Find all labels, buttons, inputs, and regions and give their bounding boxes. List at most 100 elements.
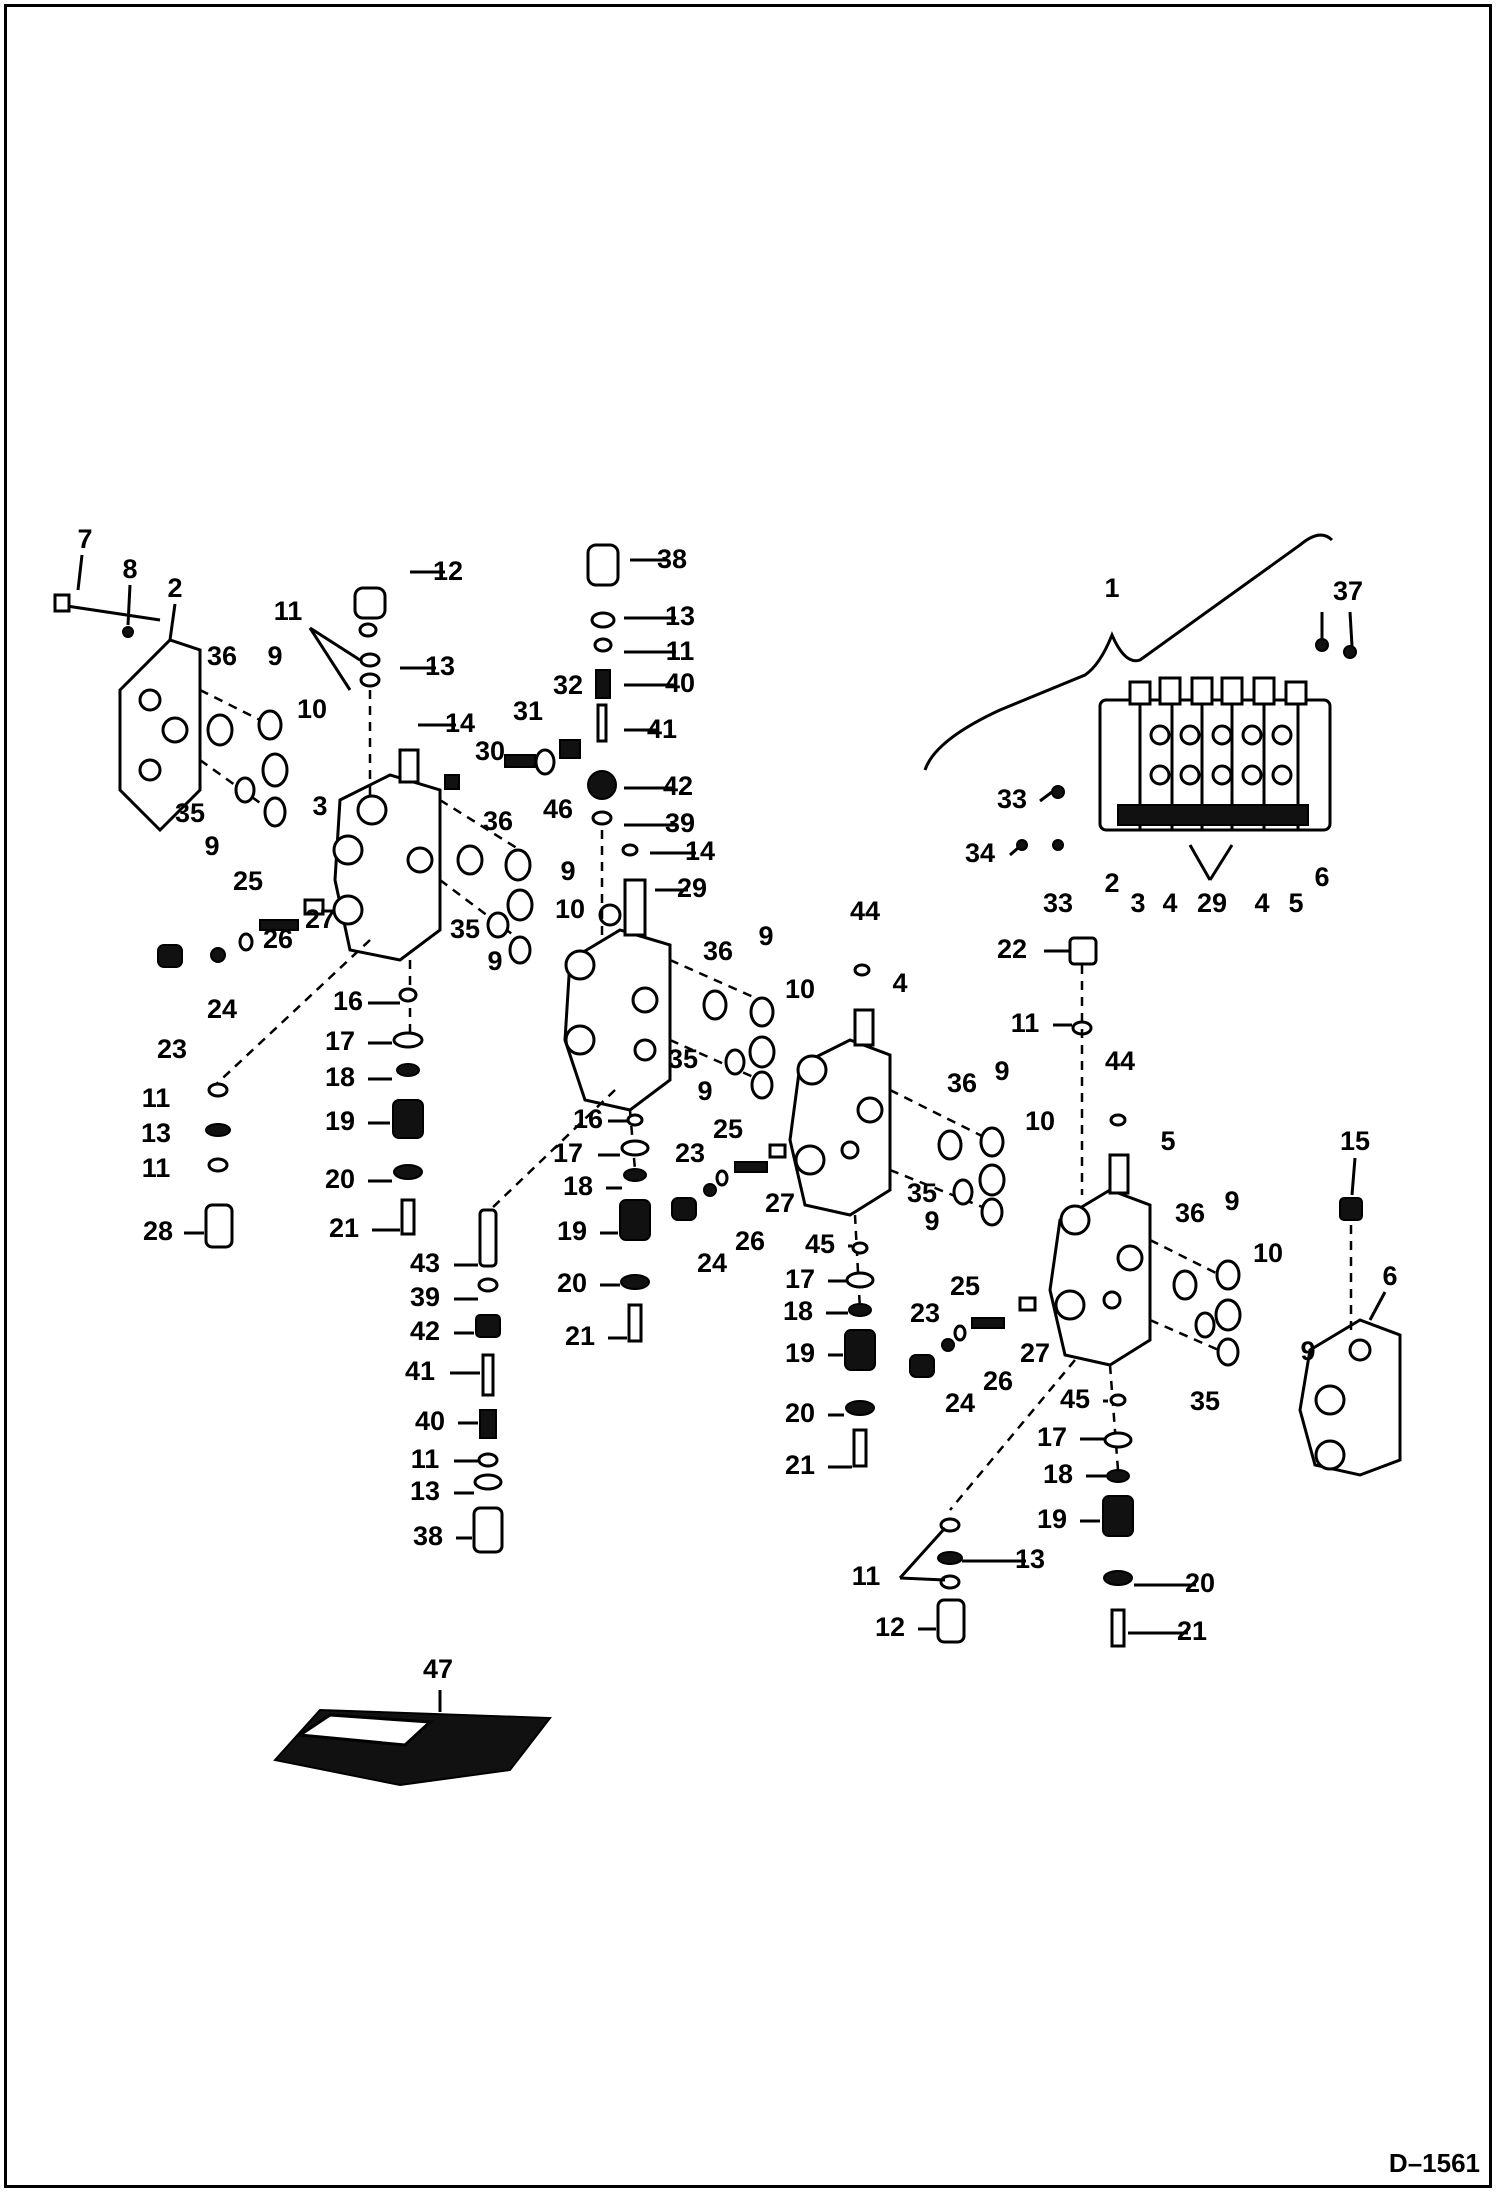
- callout-c9c: 9: [560, 856, 575, 886]
- callout-c45a: 45: [805, 1229, 835, 1259]
- callout-c17a: 17: [325, 1026, 355, 1056]
- callout-c14b: 14: [685, 836, 715, 866]
- callout-c36d: 36: [947, 1068, 977, 1098]
- callout-c20b: 20: [557, 1268, 587, 1298]
- callout-c24a: 24: [207, 994, 237, 1024]
- callout-c9f: 9: [697, 1076, 712, 1106]
- callout-c12b: 12: [875, 1612, 905, 1642]
- callout-c13c: 13: [665, 601, 695, 631]
- callout-c11c: 11: [142, 1153, 171, 1183]
- callout-c12a: 12: [433, 556, 463, 586]
- callout-c20d: 20: [1185, 1568, 1215, 1598]
- callout-c38b: 38: [413, 1521, 443, 1551]
- callout-c27c: 27: [1020, 1338, 1050, 1368]
- callout-c43: 43: [410, 1248, 440, 1278]
- callout-c37: 37: [1333, 576, 1363, 606]
- callout-c34: 34: [965, 838, 995, 868]
- callout-c39a: 39: [665, 808, 695, 838]
- callout-c22: 22: [997, 934, 1027, 964]
- callout-c9g: 9: [994, 1056, 1009, 1086]
- callout-c36c: 36: [703, 936, 733, 966]
- callout-c11f: 11: [1011, 1008, 1040, 1038]
- figure-reference: D–1561: [1389, 2148, 1480, 2178]
- callout-c35c: 35: [668, 1044, 698, 1074]
- callout-c35d: 35: [907, 1178, 937, 1208]
- callout-c13a: 13: [425, 651, 455, 681]
- callout-c36b: 36: [483, 806, 513, 836]
- callout-c26c: 26: [983, 1366, 1013, 1396]
- valve-section-4: [671, 963, 1006, 1468]
- callout-c19a: 19: [325, 1106, 355, 1136]
- callout-c42b: 42: [410, 1316, 440, 1346]
- callout-c10a: 10: [297, 694, 327, 724]
- outlet-end-section: [1298, 1197, 1402, 1477]
- callout-c36a: 36: [207, 641, 237, 671]
- callout-c35a: 35: [175, 798, 205, 828]
- callout-c4c: 4: [1254, 888, 1269, 918]
- callout-c21d: 21: [1177, 1616, 1207, 1646]
- callout-c36e: 36: [1175, 1198, 1205, 1228]
- inlet-end-cap: [53, 593, 289, 833]
- callout-c27a: 27: [305, 904, 335, 934]
- callout-c3b: 3: [1130, 888, 1145, 918]
- callout-c16b: 16: [573, 1104, 603, 1134]
- callout-c16a: 16: [333, 986, 363, 1016]
- callout-c7: 7: [77, 524, 92, 554]
- callout-c10b: 10: [555, 894, 585, 924]
- callout-c28: 28: [143, 1216, 173, 1246]
- callout-c35e: 35: [1190, 1386, 1220, 1416]
- callout-c13b: 13: [141, 1118, 171, 1148]
- callout-c2a: 2: [167, 573, 182, 603]
- callout-c19c: 19: [785, 1338, 815, 1368]
- callout-c2b: 2: [1104, 868, 1119, 898]
- callout-c41a: 41: [647, 714, 677, 744]
- callout-c33a: 33: [997, 784, 1027, 814]
- callout-c9d: 9: [487, 946, 502, 976]
- callout-c8: 8: [122, 554, 137, 584]
- callout-c3a: 3: [312, 791, 327, 821]
- callout-c17d: 17: [1037, 1422, 1067, 1452]
- callout-c24c: 24: [945, 1388, 975, 1418]
- callout-c46: 46: [543, 794, 573, 824]
- callout-c9e: 9: [758, 921, 773, 951]
- callout-c11e: 11: [411, 1444, 440, 1474]
- callout-c32: 32: [553, 670, 583, 700]
- callout-c9i: 9: [1224, 1186, 1239, 1216]
- callout-c40a: 40: [665, 668, 695, 698]
- valve-section-3: [157, 586, 581, 1249]
- callout-c21b: 21: [565, 1321, 595, 1351]
- callout-c5a: 5: [1160, 1126, 1175, 1156]
- diagram-frame: [4, 4, 1492, 2188]
- callout-c21c: 21: [785, 1450, 815, 1480]
- callout-c40b: 40: [415, 1406, 445, 1436]
- callout-c44a: 44: [850, 896, 880, 926]
- callout-c33b: 33: [1043, 888, 1073, 918]
- callout-c21a: 21: [329, 1213, 359, 1243]
- callout-c19b: 19: [557, 1216, 587, 1246]
- callout-c23c: 23: [910, 1298, 940, 1328]
- callout-c26a: 26: [263, 924, 293, 954]
- valve-section-29: [472, 543, 776, 1554]
- callout-c18c: 18: [783, 1296, 813, 1326]
- callout-c1: 1: [1104, 573, 1119, 603]
- valve-section-5: [909, 936, 1242, 1648]
- callout-c25b: 25: [713, 1114, 743, 1144]
- callout-c4b: 4: [1162, 888, 1177, 918]
- callout-c24b: 24: [697, 1248, 727, 1278]
- callout-c38a: 38: [657, 544, 687, 574]
- callout-c13e: 13: [1015, 1544, 1045, 1574]
- assembled-valve-group: [923, 533, 1357, 851]
- callout-c13d: 13: [410, 1476, 440, 1506]
- callout-c6a: 6: [1382, 1261, 1397, 1291]
- callout-c15: 15: [1340, 1126, 1370, 1156]
- callout-c25a: 25: [233, 866, 263, 896]
- callout-c47: 47: [423, 1654, 453, 1684]
- callout-c20a: 20: [325, 1164, 355, 1194]
- callout-c17b: 17: [553, 1138, 583, 1168]
- callout-c23b: 23: [675, 1138, 705, 1168]
- callout-c11g: 11: [852, 1561, 881, 1591]
- callout-c9j: 9: [1300, 1336, 1315, 1366]
- callout-c25c: 25: [950, 1271, 980, 1301]
- callout-c11a: 11: [274, 596, 303, 626]
